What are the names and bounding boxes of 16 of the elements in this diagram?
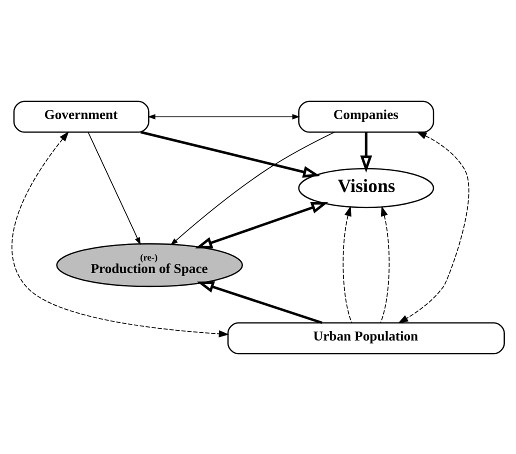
arrow <box>360 132 372 172</box>
arrow <box>398 131 470 323</box>
arrow <box>88 131 141 245</box>
arrow <box>380 205 390 323</box>
node-ellipse: Visions <box>298 168 434 208</box>
node-box: Companies <box>298 100 434 132</box>
arrow <box>140 130 320 178</box>
node-box: Urban Population <box>227 322 505 354</box>
arrow <box>342 205 352 323</box>
arrow <box>148 114 300 119</box>
arrow <box>170 131 335 245</box>
node-box: Government <box>13 100 150 132</box>
arrow <box>195 202 328 248</box>
node-ellipse: (re-) Production of Space <box>56 242 243 287</box>
arrow <box>196 280 322 324</box>
arrow <box>12 130 230 337</box>
